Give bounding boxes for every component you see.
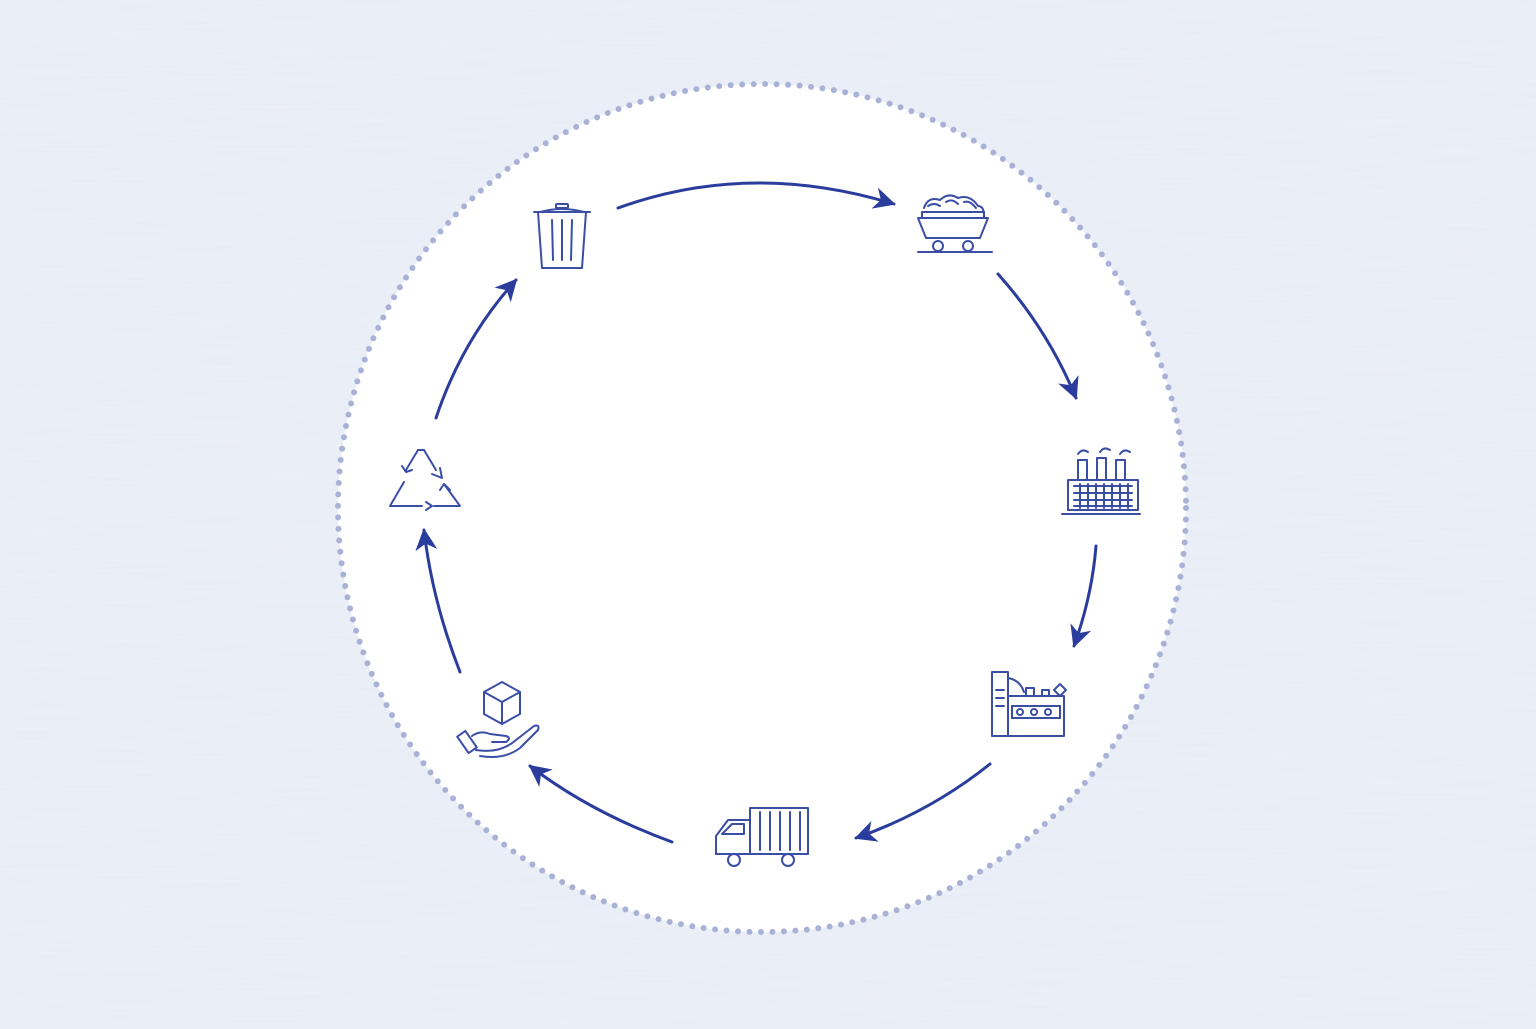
delivery-truck-icon (715, 807, 809, 867)
hand-with-box-icon (456, 681, 540, 758)
arrow-waste-to-raw-material (616, 181, 896, 210)
mine-cart-icon (917, 194, 993, 253)
cycle-disc (338, 84, 1186, 932)
arrow-recycling-to-waste (434, 278, 518, 420)
trash-can-icon (533, 203, 591, 269)
flow-arrows (415, 181, 1098, 844)
arrow-processing-to-manufacturing (1070, 544, 1098, 648)
dotted-border (335, 81, 1189, 935)
arrow-raw-material-to-processing (996, 272, 1079, 400)
arrow-distribution-to-consumption (528, 764, 674, 844)
recycle-icon (389, 449, 461, 511)
factory-icon (1061, 447, 1141, 515)
production-line-icon (991, 671, 1067, 737)
arrow-manufacturing-to-distribution (854, 762, 992, 842)
arrow-consumption-to-recycling (415, 528, 462, 674)
